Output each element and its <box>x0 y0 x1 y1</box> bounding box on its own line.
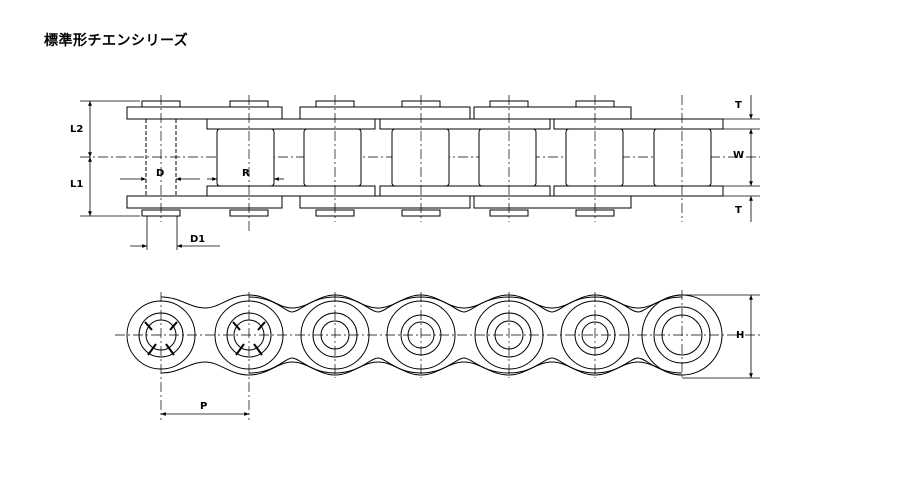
top-view-dimensions <box>80 95 760 250</box>
label-H: H <box>736 330 744 341</box>
label-D1: D1 <box>190 234 205 245</box>
label-P: P <box>200 401 207 412</box>
top-view <box>80 95 760 232</box>
page-title: 標準形チエンシリーズ <box>44 33 189 49</box>
inner-plates <box>206 118 724 197</box>
pin-centerlines <box>160 95 683 232</box>
side-view <box>115 290 760 420</box>
rollers <box>216 128 712 187</box>
label-W: W <box>733 150 744 161</box>
label-D: D <box>156 168 164 179</box>
label-L2: L2 <box>70 124 83 135</box>
label-T-top: T <box>735 100 742 111</box>
label-R: R <box>242 168 250 179</box>
first-pin <box>145 119 177 196</box>
side-pin-centerlines <box>160 290 683 420</box>
label-L1: L1 <box>70 179 83 190</box>
outer-plates <box>126 106 632 209</box>
label-T-bottom: T <box>735 205 742 216</box>
side-view-dimensions <box>161 294 760 416</box>
